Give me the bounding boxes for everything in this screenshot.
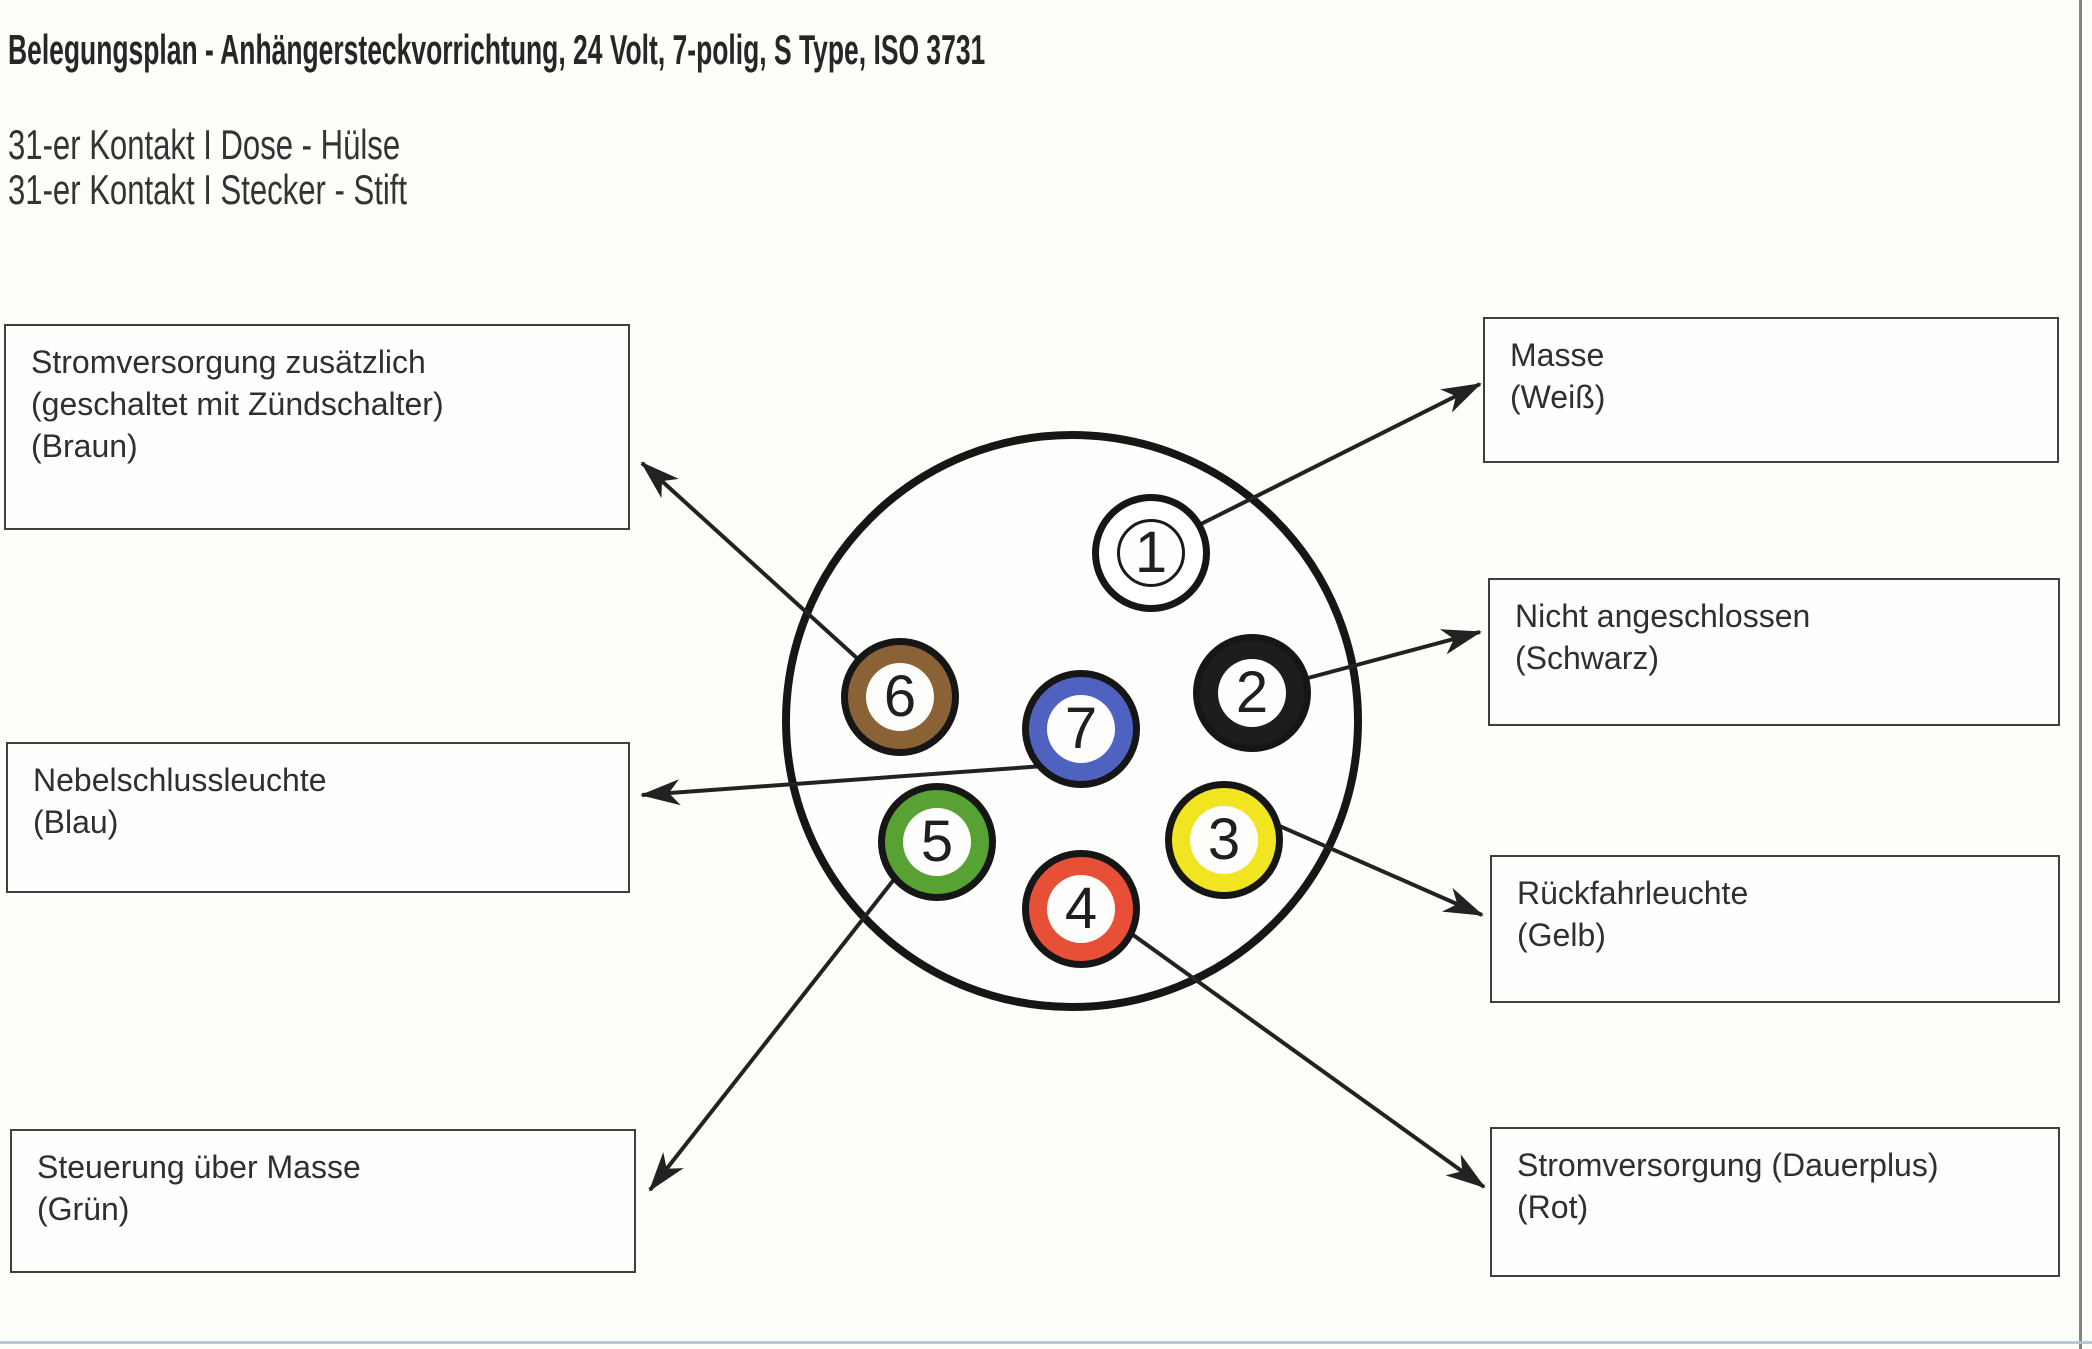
pin-3-gelb: 3 (1165, 781, 1283, 899)
pin-4-rot: 4 (1022, 850, 1140, 968)
label-box-stromversorgung-dauerplus: Stromversorgung (Dauerplus) (Rot) (1490, 1127, 2060, 1277)
label-line: (geschaltet mit Zündschalter) (31, 386, 444, 422)
label-box-steuerung-ueber-masse: Steuerung über Masse (Grün) (10, 1129, 636, 1273)
label-line: Stromversorgung zusätzlich (31, 344, 426, 380)
pin-6-number: 6 (866, 663, 934, 731)
scan-edge-vertical-line (2079, 0, 2082, 1349)
arrow-pin4-to-dauerplus (1102, 912, 1486, 1189)
label-line: Nebelschlussleuchte (33, 762, 327, 798)
pin-2-number: 2 (1218, 659, 1286, 727)
label-line: Steuerung über Masse (37, 1149, 361, 1185)
arrow-pin2-to-nicht-angeschlossen (1307, 629, 1482, 680)
label-line: (Blau) (33, 804, 119, 840)
label-line: Stromversorgung (Dauerplus) (1517, 1147, 1939, 1183)
label-line: Rückfahrleuchte (1517, 875, 1749, 911)
label-line: (Schwarz) (1515, 640, 1660, 676)
pin-2-schwarz: 2 (1193, 634, 1311, 752)
label-line: Nicht angeschlossen (1515, 598, 1811, 634)
scan-edge-bottom-line (0, 1341, 2092, 1344)
label-line: Masse (1510, 337, 1605, 373)
pin-1-weiss: 1 (1092, 494, 1210, 612)
pin-6-braun: 6 (841, 638, 959, 756)
label-box-rueckfahrleuchte: Rückfahrleuchte (Gelb) (1490, 855, 2060, 1003)
arrow-pin6-to-stromversorgung-zusaetzlich (640, 461, 861, 662)
pin-1-number: 1 (1117, 519, 1185, 587)
pin-3-number: 3 (1190, 806, 1258, 874)
arrow-pin3-to-rueckfahrleuchte (1265, 818, 1484, 917)
subtitle: 31-er Kontakt I Dose - Hülse 31-er Konta… (8, 122, 407, 212)
label-box-stromversorgung-zusaetzlich: Stromversorgung zusätzlich (geschaltet m… (4, 324, 630, 530)
page-title: Belegungsplan - Anhängersteckvorrichtung… (8, 26, 986, 73)
pin-5-gruen: 5 (878, 783, 996, 901)
arrow-pin1-to-masse (1198, 382, 1482, 527)
pin-7-number: 7 (1047, 695, 1115, 763)
label-line: (Grün) (37, 1191, 130, 1227)
subtitle-line-socket: 31-er Kontakt I Dose - Hülse (8, 121, 401, 168)
arrow-pin7-to-nebelschlussleuchte (640, 764, 1045, 806)
label-line: (Gelb) (1517, 917, 1606, 953)
label-line: (Braun) (31, 428, 138, 464)
arrow-pin5-to-steuerung-ueber-masse (648, 866, 905, 1192)
pin-4-number: 4 (1047, 875, 1115, 943)
label-box-masse: Masse (Weiß) (1483, 317, 2059, 463)
pin-7-blau: 7 (1022, 670, 1140, 788)
label-box-nebelschlussleuchte: Nebelschlussleuchte (Blau) (6, 742, 630, 893)
subtitle-line-plug: 31-er Kontakt I Stecker - Stift (8, 166, 408, 213)
label-line: (Rot) (1517, 1189, 1589, 1225)
label-line: (Weiß) (1510, 379, 1606, 415)
label-box-nicht-angeschlossen: Nicht angeschlossen (Schwarz) (1488, 578, 2060, 726)
pin-5-number: 5 (903, 808, 971, 876)
